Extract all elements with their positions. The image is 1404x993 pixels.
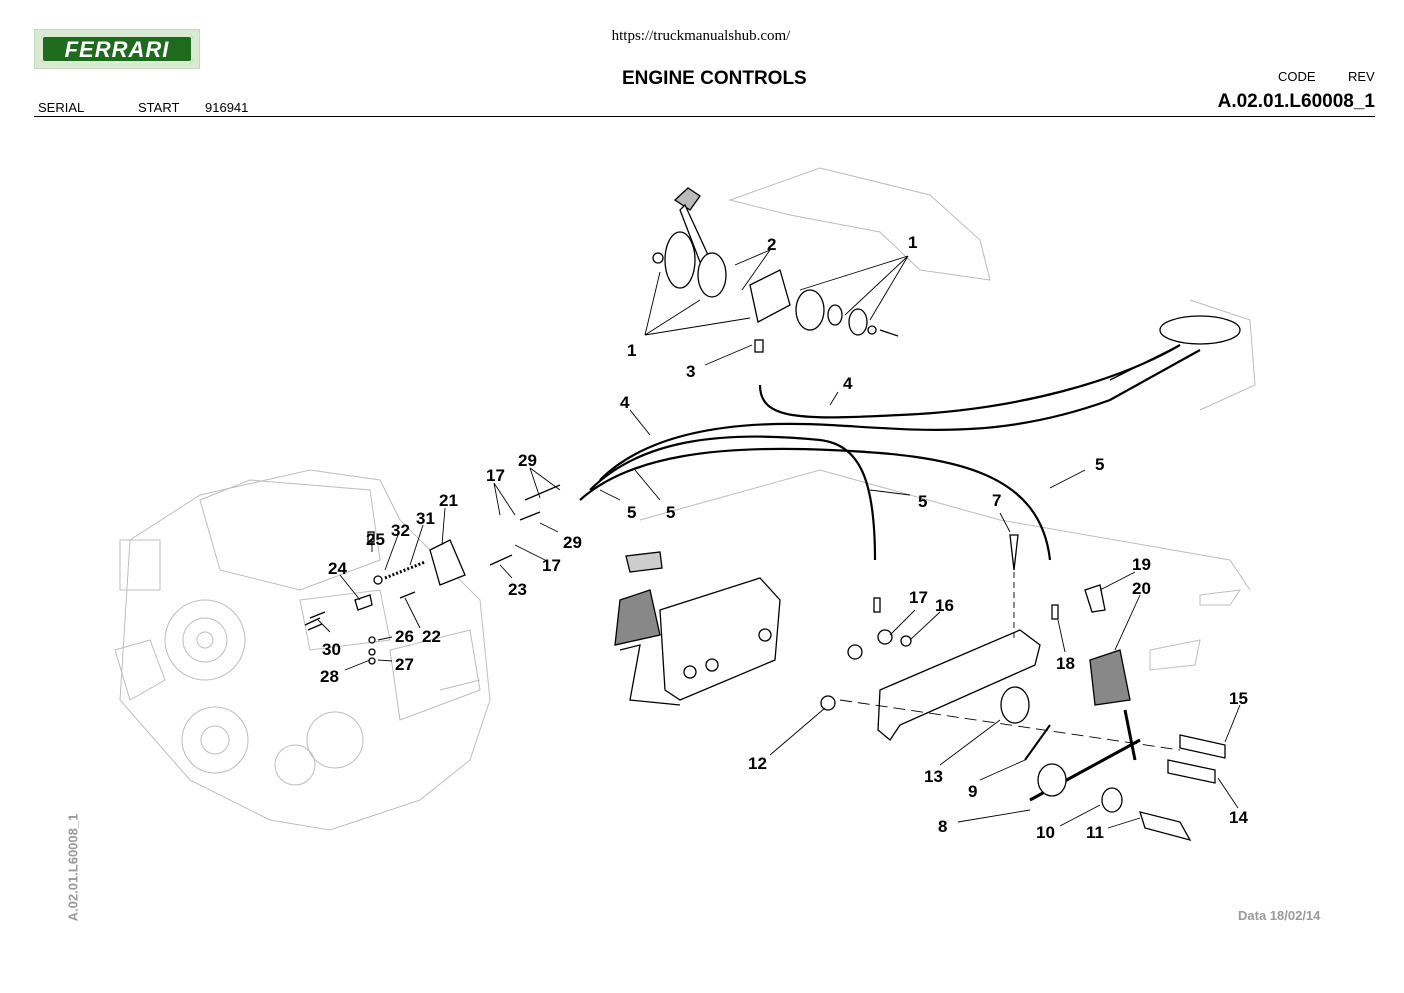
callout-1: 1 [627,341,636,360]
document-code: A.02.01.L60008_1 [1217,91,1375,112]
callout-29: 29 [563,533,582,552]
callout-24: 24 [328,559,347,578]
callout-13: 13 [924,767,943,786]
callout-9: 9 [968,782,977,801]
callout-31: 31 [416,509,435,528]
callout-1: 1 [908,233,917,252]
callout-32: 32 [391,521,410,540]
start-label: START [138,100,180,115]
callout-10: 10 [1036,823,1055,842]
callout-8: 8 [938,817,947,836]
page-title: ENGINE CONTROLS [622,68,807,89]
callout-5: 5 [666,503,675,522]
callout-12: 12 [748,754,767,773]
throttle-lever-unit [614,551,781,706]
callout-7: 7 [992,491,1001,510]
rev-label: REV [1348,69,1375,84]
callout-2: 2 [767,235,776,254]
callout-5: 5 [627,503,636,522]
callout-25: 25 [366,530,385,549]
background-outlines [114,167,1256,831]
pulley [1109,315,1241,381]
pedal-bracket [820,534,1226,842]
ferrari-logo: FERRARI [34,29,200,69]
callout-14: 14 [1229,808,1248,827]
callout-17: 17 [542,556,561,575]
code-label: CODE [1278,69,1316,84]
callout-23: 23 [508,580,527,599]
side-document-code: A.02.01.L60008_1 [65,813,81,922]
control-cables [579,344,1201,561]
callout-17: 17 [486,466,505,485]
callout-27: 27 [395,655,414,674]
callout-11: 11 [1086,823,1104,842]
hand-throttle-assembly [652,187,899,353]
callout-4: 4 [843,374,853,393]
callout-17: 17 [909,588,928,607]
callout-15: 15 [1229,689,1248,708]
callout-21: 21 [439,491,458,510]
logo-badge: FERRARI [41,35,193,63]
start-value: 916941 [205,100,249,115]
callout-19: 19 [1132,555,1151,574]
callout-20: 20 [1132,579,1151,598]
callout-29: 29 [518,451,537,470]
callout-18: 18 [1056,654,1075,673]
footer-date: Data 18/02/14 [1238,908,1321,923]
callout-30: 30 [322,640,341,659]
callout-22: 22 [422,627,441,646]
callout-16: 16 [935,596,954,615]
logo-text: FERRARI [64,37,170,62]
callout-3: 3 [686,362,695,381]
callout-28: 28 [320,667,339,686]
callout-5: 5 [1095,455,1104,474]
callout-26: 26 [395,627,414,646]
leader-lines [317,249,1241,829]
callout-5: 5 [918,492,927,511]
source-url[interactable]: https://truckmanualshub.com/ [611,28,791,44]
header-divider [34,116,1375,117]
serial-label: SERIAL [38,100,85,115]
callout-4: 4 [620,393,630,412]
callout-labels: 1 1 2 3 4 4 5 5 5 5 7 17 29 29 21 31 32 … [320,233,1248,842]
